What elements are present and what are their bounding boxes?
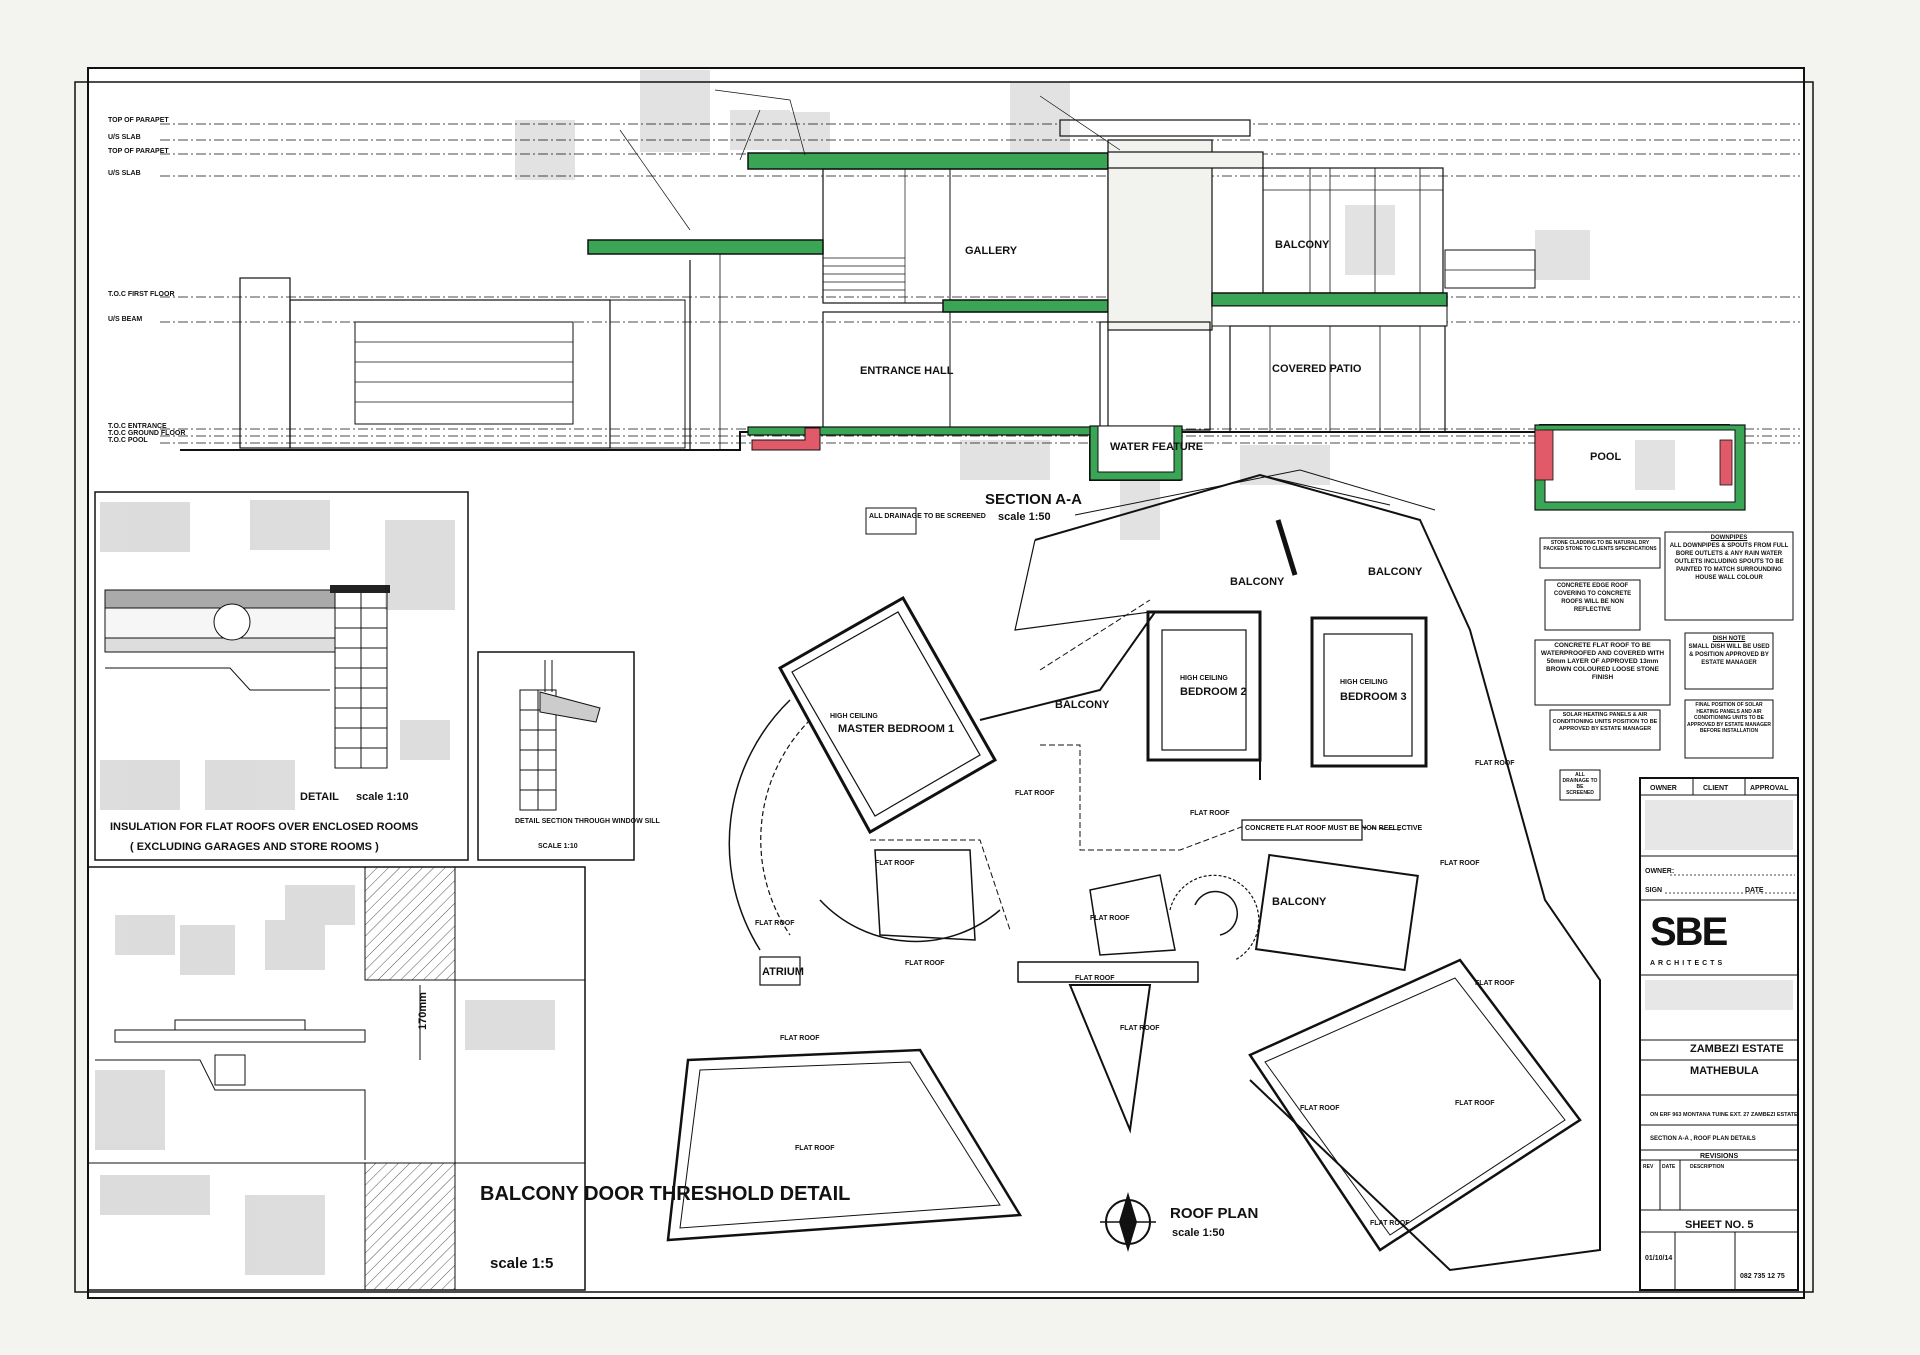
tb-logo-sub: ARCHITECTS — [1650, 960, 1725, 967]
tb-client: MATHEBULA — [1690, 1065, 1759, 1077]
level-label: TOP OF PARAPET — [108, 148, 169, 155]
window-detail-scale: SCALE 1:10 — [538, 843, 578, 850]
room-gallery: GALLERY — [965, 245, 1018, 257]
note-drainage: ALL DRAINAGE TO BE SCREENED — [1562, 772, 1598, 796]
level-label: TOP OF PARAPET — [108, 117, 169, 124]
note-solar-heating: SOLAR HEATING PANELS & AIR CONDITIONING … — [1552, 712, 1658, 732]
tb-date-label: DATE — [1745, 887, 1764, 894]
window-detail-title: DETAIL SECTION THROUGH WINDOW SILL — [515, 818, 661, 825]
drainage-note-section: ALL DRAINAGE TO BE SCREENED — [869, 513, 986, 520]
room-prefix: HIGH CEILING — [830, 713, 878, 720]
tb-rev-col: DATE — [1662, 1164, 1676, 1170]
flat-roof-label: FLAT ROOF — [1300, 1105, 1340, 1112]
room-entrance-hall: ENTRANCE HALL — [860, 365, 954, 377]
dish-title: DISH NOTE — [1712, 636, 1746, 642]
roof-plan-scale: scale 1:50 — [1172, 1227, 1225, 1239]
room-balcony-plan: BALCONY — [1272, 896, 1327, 908]
tb-header-owner: OWNER — [1650, 785, 1677, 792]
insulation-subtitle: ( EXCLUDING GARAGES AND STORE ROOMS ) — [130, 841, 379, 853]
non-reflective-note: CONCRETE FLAT ROOF MUST BE NON REFLECTIV… — [1245, 825, 1423, 832]
tb-rev-col: REV — [1643, 1164, 1654, 1170]
flat-roof-label: FLAT ROOF — [1120, 1025, 1160, 1032]
dish-text: SMALL DISH WILL BE USED & POSITION APPRO… — [1688, 644, 1770, 666]
detail-scale: scale 1:10 — [356, 791, 409, 803]
flat-roof-label: FLAT ROOF — [1015, 790, 1055, 797]
tb-header-client: CLIENT — [1703, 785, 1729, 792]
room-balcony-plan: BALCONY — [1368, 566, 1423, 578]
window-sill-detail: DETAIL SECTION THROUGH WINDOW SILL SCALE… — [477, 651, 661, 861]
tb-drawing: SECTION A-A , ROOF PLAN DETAILS — [1650, 1136, 1756, 1142]
room-prefix: HIGH CEILING — [1180, 675, 1228, 682]
roof-plan — [666, 469, 1601, 1272]
level-label: T.O.C GROUND FLOOR — [108, 430, 185, 437]
flat-roof-label: FLAT ROOF — [1475, 760, 1515, 767]
downpipes-text: ALL DOWNPIPES & SPOUTS FROM FULL BORE OU… — [1669, 543, 1789, 581]
flat-roof-label: FLAT ROOF — [1455, 1100, 1495, 1107]
section-scale: scale 1:50 — [998, 511, 1051, 523]
room-master-bedroom: MASTER BEDROOM 1 — [838, 723, 954, 735]
room-covered-patio: COVERED PATIO — [1272, 363, 1362, 375]
insulation-title: INSULATION FOR FLAT ROOFS OVER ENCLOSED … — [110, 821, 418, 833]
room-bedroom-2: BEDROOM 2 — [1180, 686, 1247, 698]
tb-header-approval: APPROVAL — [1750, 785, 1789, 792]
section-a-a: TOP OF PARAPET U/S SLAB TOP OF PARAPET U… — [108, 70, 1800, 540]
level-label: U/S SLAB — [108, 134, 141, 141]
level-label: T.O.C FIRST FLOOR — [108, 291, 175, 298]
flat-roof-label: FLAT ROOF — [1440, 860, 1480, 867]
flat-roof-label: FLAT ROOF — [905, 960, 945, 967]
tb-project: ZAMBEZI ESTATE — [1690, 1043, 1784, 1055]
final-note: FINAL POSITION OF SOLAR HEATING PANELS A… — [1687, 702, 1771, 734]
tb-sheet: SHEET NO. 5 — [1685, 1219, 1753, 1231]
balcony-threshold-detail: 170mm BALCONY DOOR THRESHOLD DETAIL scal… — [87, 866, 850, 1291]
level-label: T.O.C ENTRANCE — [108, 423, 167, 430]
balcony-detail-scale: scale 1:5 — [490, 1255, 553, 1272]
section-title: SECTION A-A — [985, 491, 1082, 508]
room-atrium: ATRIUM — [762, 966, 804, 978]
insulation-detail: DETAIL scale 1:10 INSULATION FOR FLAT RO… — [94, 491, 469, 861]
downpipes-title: DOWNPIPES — [1710, 535, 1748, 541]
tb-owner-label: OWNER: — [1645, 868, 1674, 875]
room-balcony-plan: BALCONY — [1230, 576, 1285, 588]
flat-roof-label: FLAT ROOF — [875, 860, 915, 867]
balcony-detail-title: BALCONY DOOR THRESHOLD DETAIL — [480, 1183, 850, 1205]
room-balcony-plan: BALCONY — [1055, 699, 1110, 711]
detail-label: DETAIL — [300, 791, 339, 803]
flat-roof-label: FLAT ROOF — [1370, 1220, 1410, 1227]
note-stone-cladding: STONE CLADDING TO BE NATURAL DRY PACKED … — [1543, 540, 1657, 552]
flat-roof-label: FLAT ROOF — [755, 920, 795, 927]
room-prefix: HIGH CEILING — [1340, 679, 1388, 686]
flat-roof-label: FLAT ROOF — [1190, 810, 1230, 817]
tb-revisions: REVISIONS — [1700, 1153, 1738, 1160]
north-arrow-icon — [1100, 1192, 1156, 1252]
flat-roof-label: FLAT ROOF — [1475, 980, 1515, 987]
tb-sign-label: SIGN — [1645, 887, 1662, 894]
level-label: U/S SLAB — [108, 170, 141, 177]
room-pool: POOL — [1590, 451, 1621, 463]
tb-date: 01/10/14 — [1645, 1255, 1672, 1262]
flat-roof-label: FLAT ROOF — [1090, 915, 1130, 922]
level-label: U/S BEAM — [108, 316, 142, 323]
room-bedroom-3: BEDROOM 3 — [1340, 691, 1407, 703]
flat-roof-label: FLAT ROOF — [1075, 975, 1115, 982]
note-concrete-edge: CONCRETE EDGE ROOF COVERING TO CONCRETE … — [1553, 583, 1632, 613]
roof-plan-title: ROOF PLAN — [1170, 1205, 1258, 1222]
tb-rev-col: DESCRIPTION — [1690, 1164, 1725, 1170]
room-balcony-section: BALCONY — [1275, 239, 1330, 251]
flat-roof-label: FLAT ROOF — [795, 1145, 835, 1152]
flat-roof-label: FLAT ROOF — [780, 1035, 820, 1042]
notes-panel — [1534, 531, 1794, 801]
title-block — [1639, 777, 1799, 1291]
tb-address: ON ERF 963 MONTANA TUINE EXT. 27 ZAMBEZI… — [1650, 1112, 1798, 1118]
tb-phone: 082 735 12 75 — [1740, 1273, 1785, 1280]
threshold-dimension: 170mm — [417, 992, 429, 1030]
room-water-feature: WATER FEATURE — [1110, 441, 1203, 453]
level-label: T.O.C POOL — [108, 437, 148, 444]
tb-logo: SBE — [1650, 910, 1728, 954]
note-flat-roof: CONCRETE FLAT ROOF TO BE WATERPROOFED AN… — [1540, 642, 1665, 681]
